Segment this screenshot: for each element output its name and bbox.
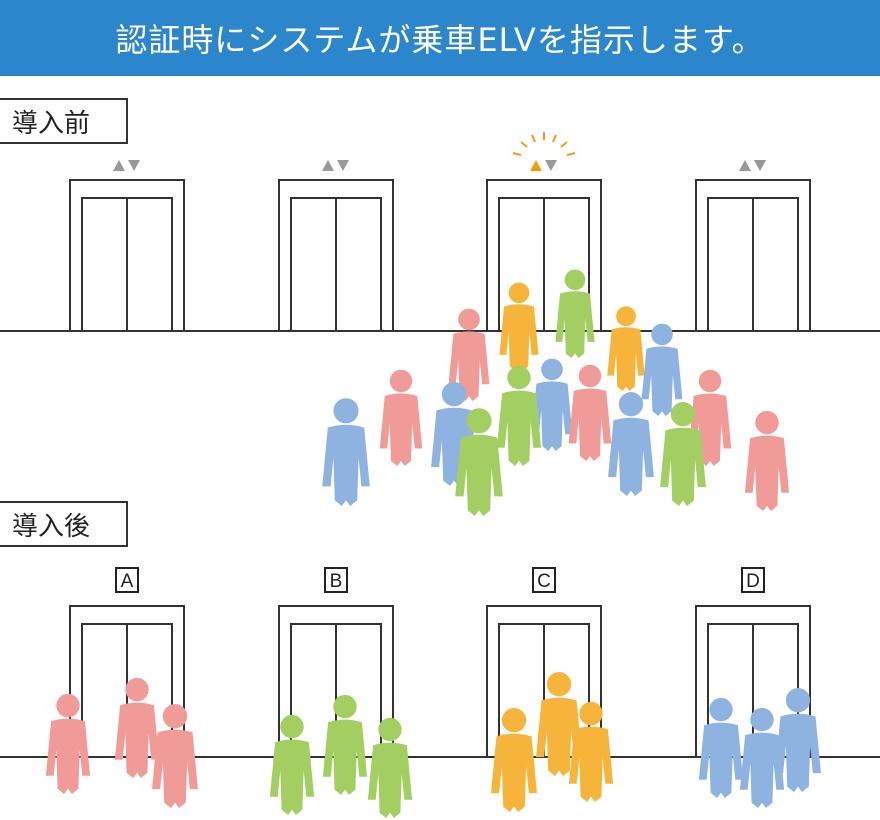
elevator-label-c-text: C bbox=[537, 571, 551, 592]
indicator-4 bbox=[739, 160, 766, 171]
elevator-label-c: C bbox=[532, 567, 556, 593]
person-icon bbox=[608, 392, 654, 496]
elevator-label-b-text: B bbox=[330, 571, 343, 592]
before-label-text: 導入前 bbox=[12, 108, 91, 139]
glow-rays-icon bbox=[512, 132, 576, 156]
elevator-label-a-text: A bbox=[121, 571, 134, 592]
person-icon bbox=[568, 364, 612, 461]
elevator-door-a bbox=[69, 605, 185, 758]
after-label-text: 導入後 bbox=[12, 511, 91, 542]
elevator-door-4 bbox=[695, 179, 811, 332]
indicator-3-active bbox=[512, 132, 576, 171]
elevator-label-b: B bbox=[324, 567, 348, 593]
person-icon bbox=[322, 398, 370, 506]
person-icon bbox=[744, 410, 790, 511]
person-icon bbox=[607, 306, 645, 391]
elevator-label-d: D bbox=[741, 567, 765, 593]
person-icon bbox=[641, 323, 683, 416]
after-diagram: A B C D bbox=[0, 567, 880, 818]
before-scene bbox=[0, 76, 880, 516]
indicator-1 bbox=[113, 160, 140, 171]
elevator-label-d-text: D bbox=[746, 571, 760, 592]
before-section-label: 導入前 bbox=[0, 98, 128, 144]
indicator-2 bbox=[322, 160, 349, 171]
header-banner: 認証時にシステムが乗車ELVを指示します。 bbox=[0, 0, 880, 76]
header-title: 認証時にシステムが乗車ELVを指示します。 bbox=[115, 21, 765, 59]
elevator-label-a: A bbox=[115, 567, 139, 593]
elevator-door-1 bbox=[69, 179, 185, 332]
after-scene: A B C D bbox=[0, 540, 880, 820]
person-icon bbox=[496, 365, 542, 466]
before-diagram bbox=[0, 132, 880, 516]
person-icon bbox=[379, 369, 423, 466]
elevator-door-2 bbox=[278, 179, 394, 332]
after-section-label: 導入後 bbox=[0, 501, 128, 547]
